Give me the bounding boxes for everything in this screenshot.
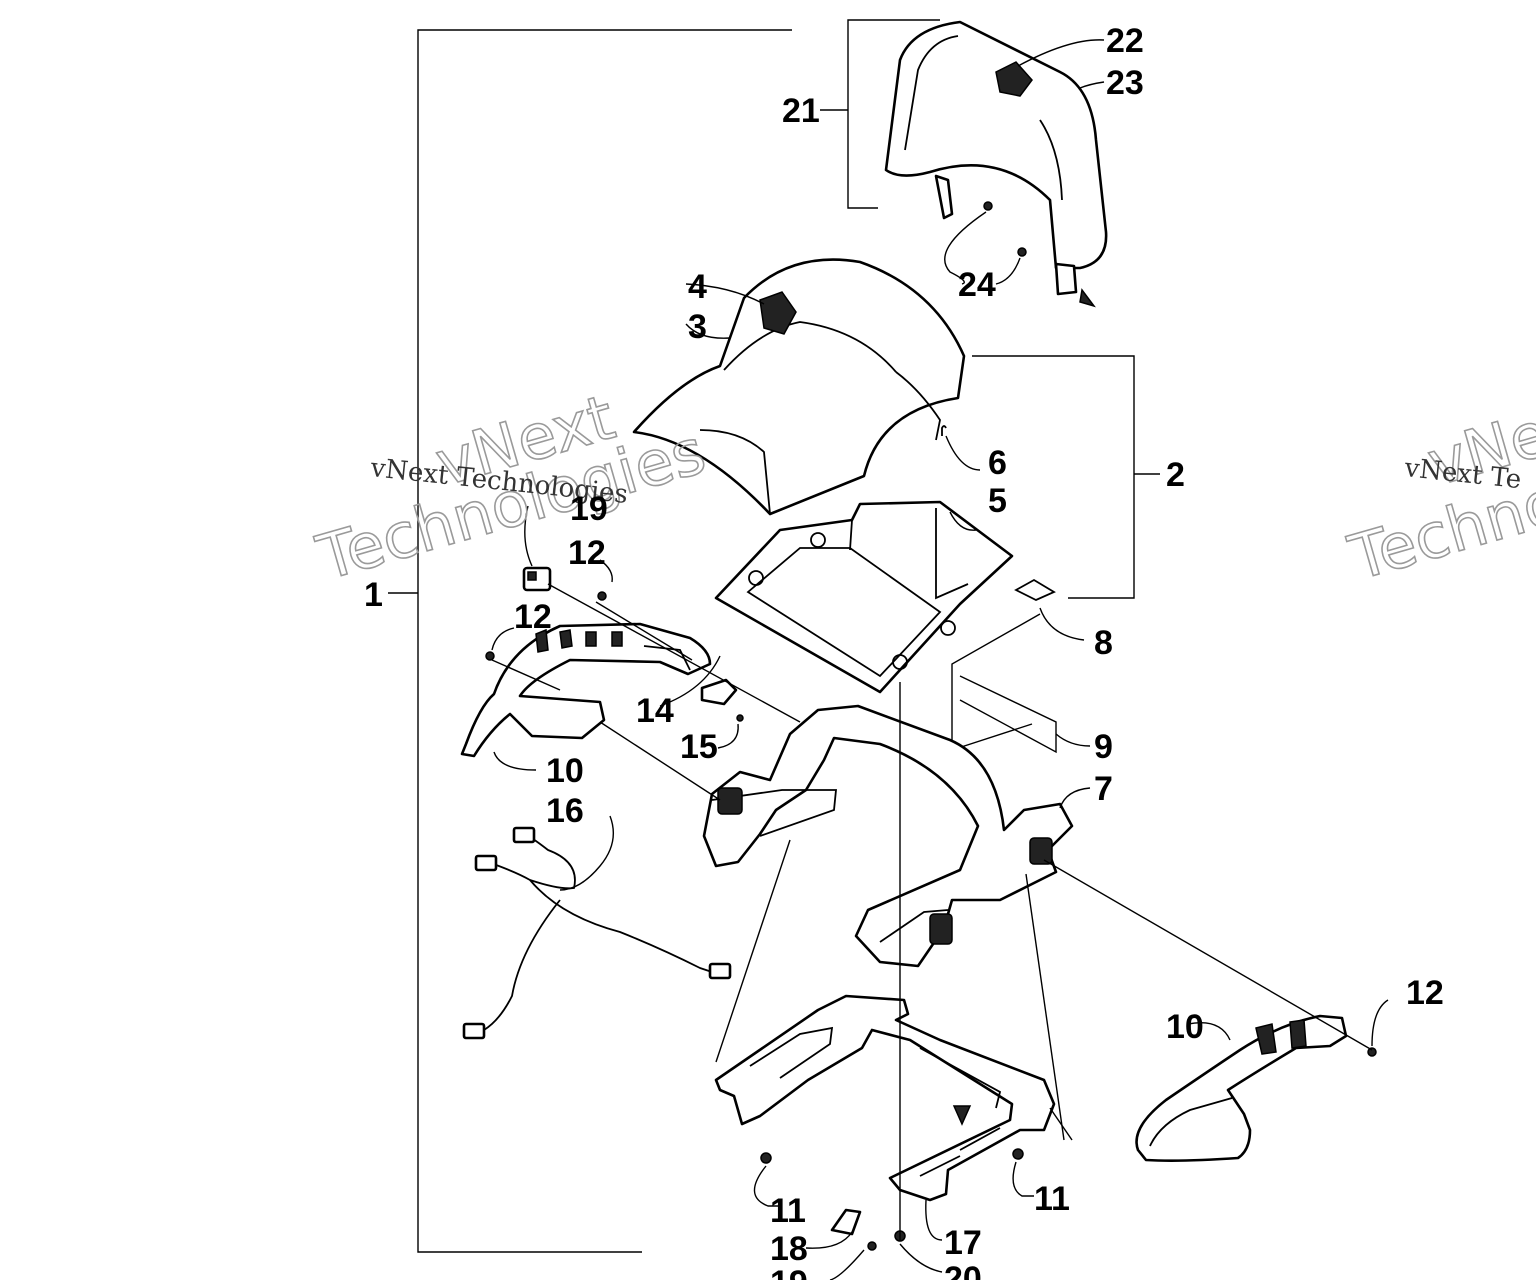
clip-14 — [700, 678, 738, 706]
callout-3: 3 — [688, 308, 707, 346]
callout-1: 1 — [364, 576, 383, 614]
callout-14: 14 — [636, 692, 674, 730]
callout-21: 21 — [782, 92, 820, 130]
seat — [632, 258, 966, 516]
callout-12-top: 12 — [568, 534, 606, 572]
callout-10-right: 10 — [1166, 1008, 1204, 1046]
callout-19-top: 19 — [570, 490, 608, 528]
handle-left — [460, 622, 712, 758]
callout-20: 20 — [944, 1260, 982, 1280]
mount-bracket — [714, 994, 1056, 1202]
callout-6: 6 — [988, 444, 1007, 482]
callout-12-mid: 12 — [514, 598, 552, 636]
callout-24: 24 — [958, 266, 996, 304]
callout-16: 16 — [546, 792, 584, 830]
handle-right — [1135, 1014, 1377, 1162]
hardware-bottom — [753, 1148, 1034, 1251]
label-9 — [951, 613, 1057, 754]
switch-19 — [522, 566, 552, 592]
callout-9: 9 — [1094, 728, 1113, 766]
callout-23: 23 — [1106, 64, 1144, 102]
callout-10-left: 10 — [546, 752, 584, 790]
callout-18: 18 — [770, 1230, 808, 1268]
wiring-harness — [462, 826, 732, 1040]
callout-4: 4 — [688, 268, 707, 306]
callout-7: 7 — [1094, 770, 1113, 808]
pin-6 — [941, 425, 947, 436]
callout-19-bottom: 19 — [770, 1264, 808, 1280]
callout-2: 2 — [1166, 456, 1185, 494]
callout-5: 5 — [988, 482, 1007, 520]
callout-15: 15 — [680, 728, 718, 766]
screws-left — [485, 591, 744, 722]
bracket-2 — [972, 355, 1160, 599]
callout-17: 17 — [944, 1224, 982, 1262]
seat-base — [714, 500, 1014, 694]
seat-frame — [702, 704, 1074, 968]
bracket-1 — [388, 29, 792, 1253]
label-8 — [1014, 578, 1056, 601]
bracket-21 — [820, 19, 940, 209]
callout-11-right: 11 — [1034, 1180, 1070, 1218]
callout-8: 8 — [1094, 624, 1113, 662]
backrest — [884, 20, 1108, 308]
callout-11-left: 11 — [770, 1192, 806, 1230]
backrest-bolts — [944, 201, 1027, 285]
leader-lines — [491, 39, 1389, 1280]
callouts: 1 2 3 4 5 6 7 8 9 10 10 11 11 12 12 12 1… — [364, 22, 1444, 1280]
watermark-right: vNe Techno vNext Te — [1340, 396, 1536, 595]
callout-12-right: 12 — [1406, 974, 1444, 1012]
callout-22: 22 — [1106, 22, 1144, 60]
